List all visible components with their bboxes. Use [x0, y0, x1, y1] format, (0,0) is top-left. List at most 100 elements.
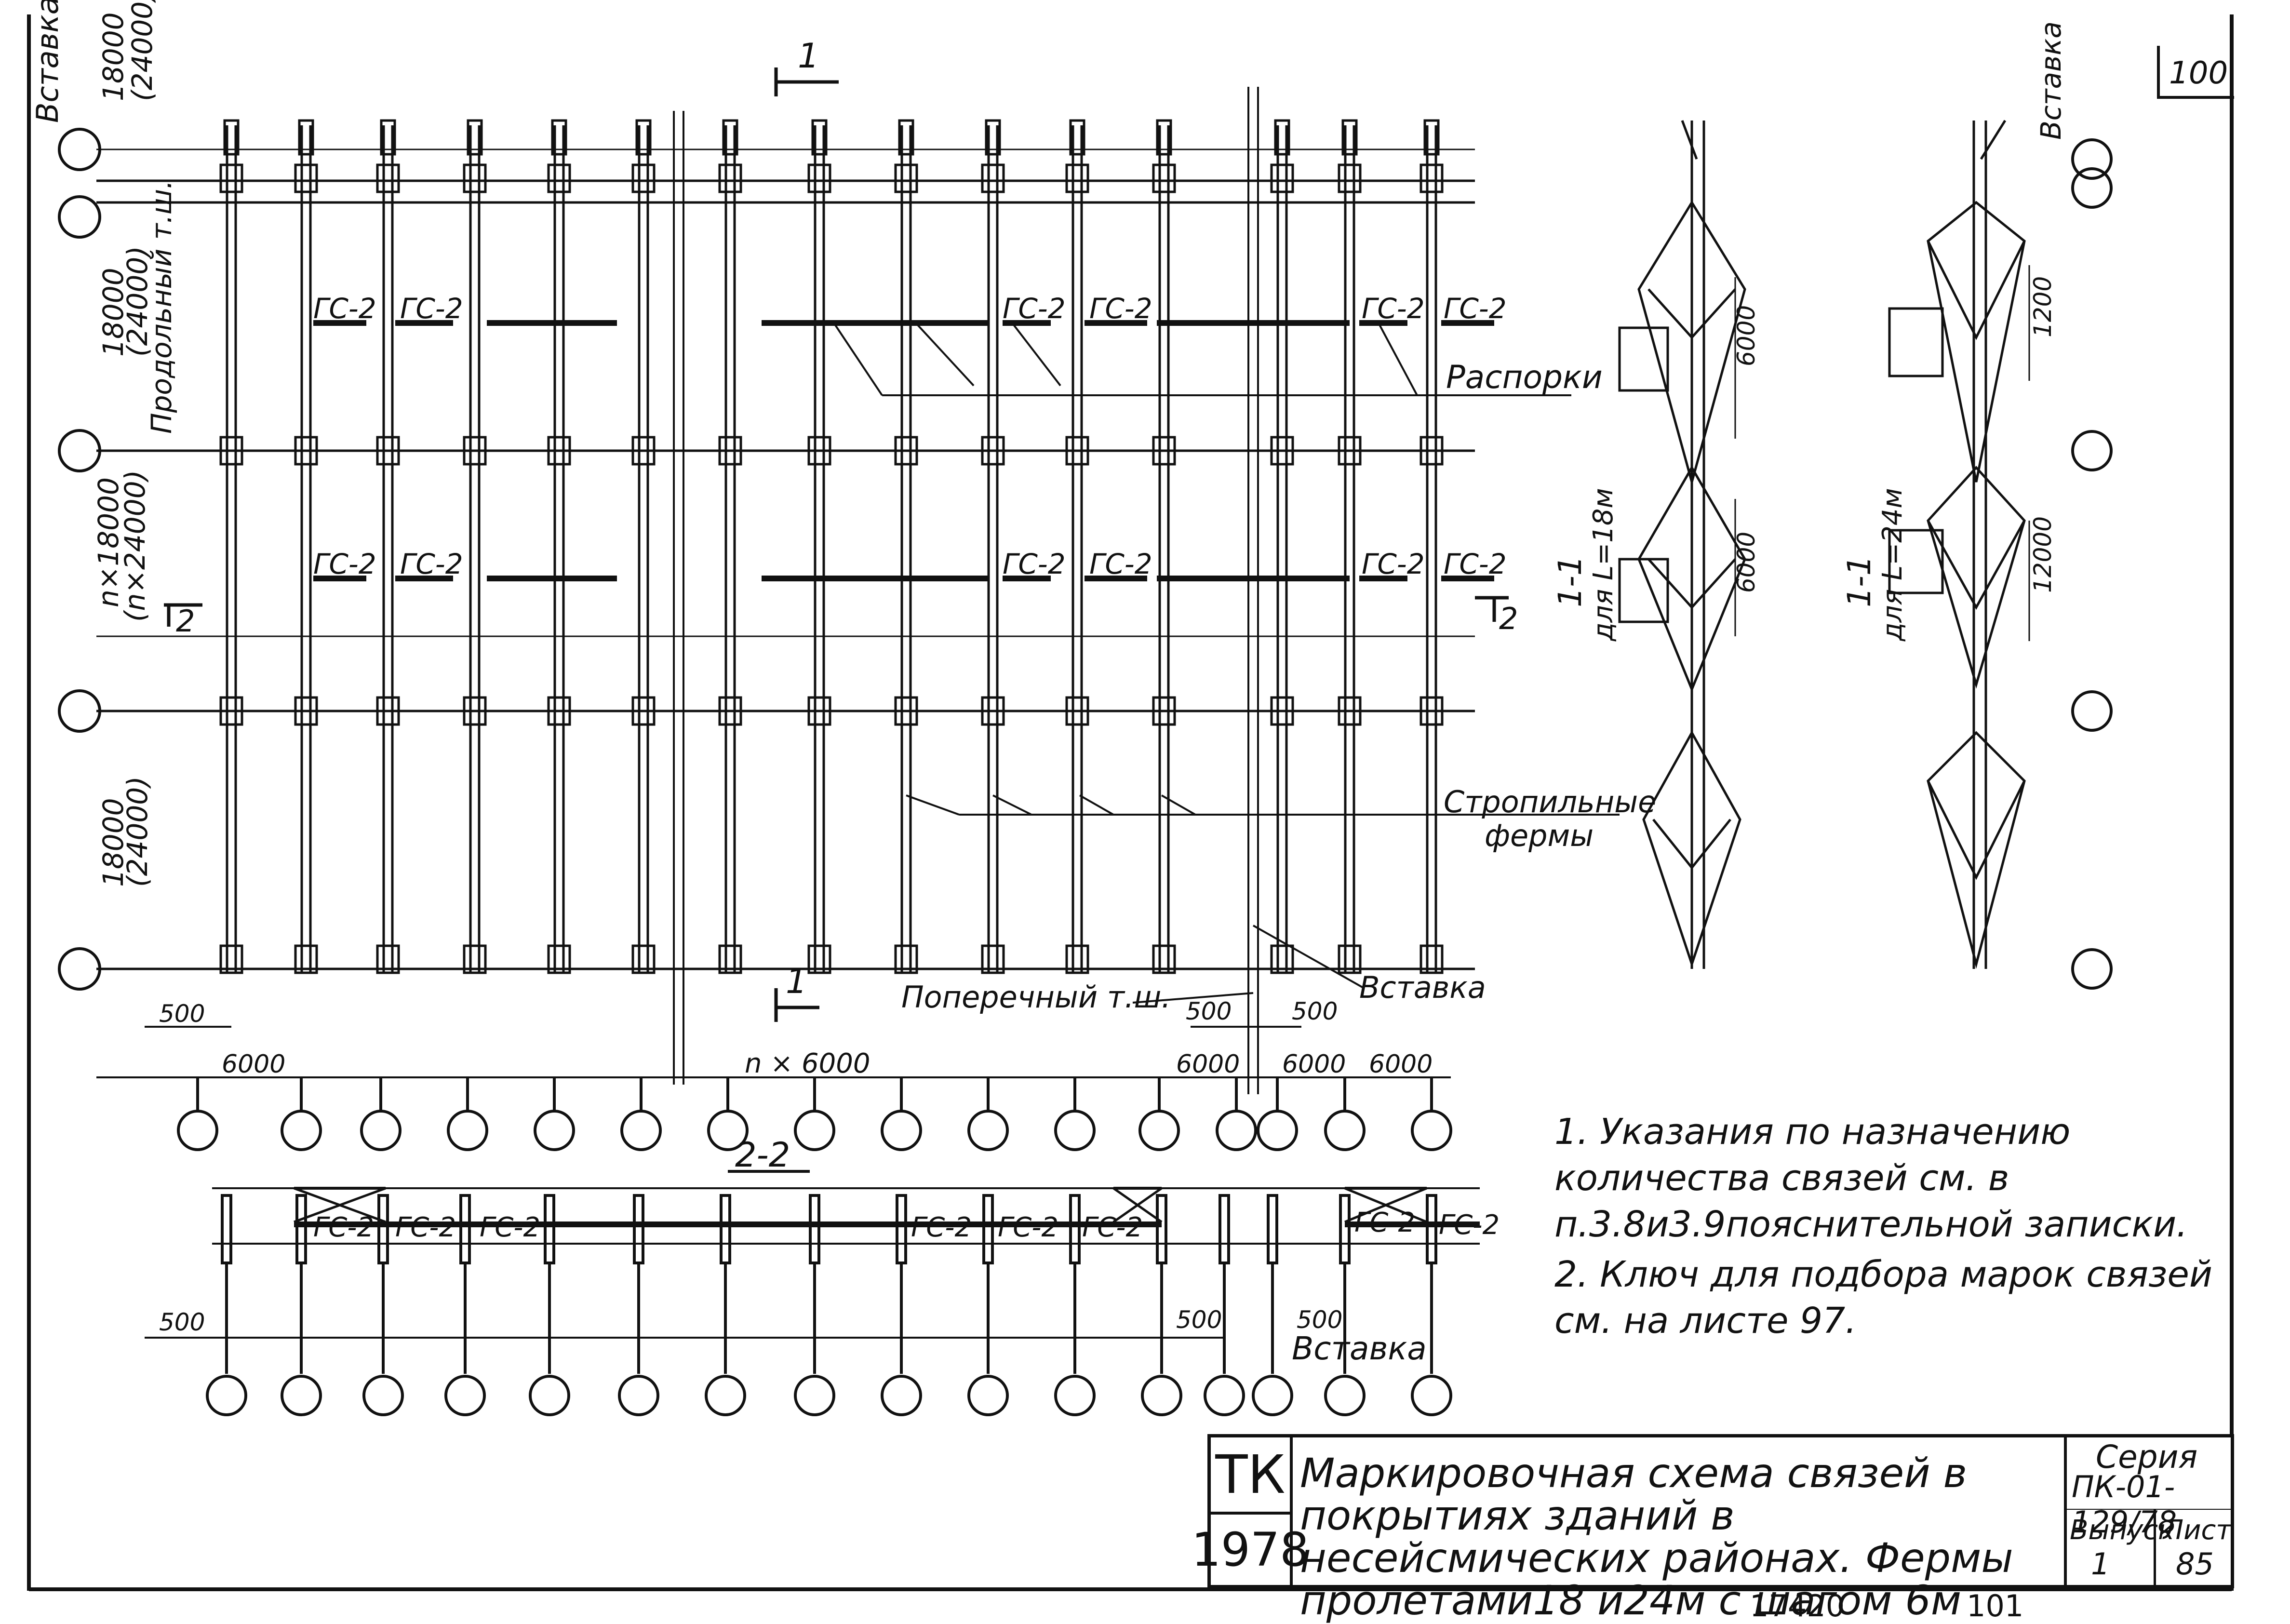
truss-support-node	[1152, 944, 1176, 974]
truss-support-node	[807, 696, 831, 726]
tie-mark-label: ГС-2	[400, 548, 463, 580]
section-2-2-columns	[221, 1194, 1437, 1374]
tie-mark-label: ГС-2	[1362, 292, 1425, 325]
truss-support-node	[1420, 944, 1444, 974]
truss-support-node	[1152, 163, 1176, 193]
axis-bubble	[534, 1110, 575, 1151]
axis-bubble	[881, 1110, 922, 1151]
truss-support-node	[219, 163, 243, 193]
title-block-vsep	[2154, 1509, 2156, 1585]
sections-1-1	[1618, 120, 2113, 990]
section-2-2-column	[1267, 1194, 1278, 1264]
section-2-2-column	[633, 1194, 644, 1264]
truss-support-node	[1338, 436, 1362, 466]
axis-bubble	[620, 1110, 662, 1151]
dim-500-a: 500	[159, 1000, 205, 1028]
issue-value: 1	[2091, 1546, 2110, 1582]
truss-end-node	[1069, 119, 1085, 156]
section-2-2-tie-mark: ГС-2	[395, 1212, 456, 1243]
truss-support-node	[463, 436, 487, 466]
axis-bubble	[794, 1110, 835, 1151]
axis-bubble	[360, 1110, 402, 1151]
plan-labels: Вставка 18000 (24000) 18000 (24000) Прод…	[30, 0, 1656, 1079]
tie-mark-label: ГС-2	[1444, 292, 1507, 325]
truss-support-node	[294, 436, 318, 466]
truss-support-node	[981, 163, 1005, 193]
truss-end-node	[898, 119, 914, 156]
truss-columns	[219, 119, 1444, 974]
s11-right-sub: для L=24м	[1877, 488, 1908, 642]
truss-support-node	[718, 944, 742, 974]
section-2-2-column	[809, 1194, 820, 1264]
truss-support-node	[807, 944, 831, 974]
section-2-2-bubble	[794, 1375, 835, 1416]
dim-6000-c: 6000	[1282, 1050, 1346, 1079]
notes: 1. Указания по назначению количества свя…	[1554, 1109, 2244, 1348]
s11-right-dim-a: 1200	[2029, 276, 2057, 337]
axis-bubble	[281, 1110, 322, 1151]
truss-support-node	[981, 696, 1005, 726]
section-2-2-bubble	[1204, 1375, 1245, 1416]
section-2-2-bubble	[705, 1375, 746, 1416]
tie-mark-label: ГС-2	[313, 292, 376, 325]
section-2-2-bubble	[444, 1375, 486, 1416]
truss-support-node	[376, 163, 400, 193]
truss-support-node	[547, 696, 571, 726]
horizontal-axes	[96, 148, 1475, 970]
section-2-2-column	[1156, 1194, 1167, 1264]
axis-bubble	[177, 1110, 218, 1151]
tie-mark-label: ГС-2	[1089, 292, 1152, 325]
truss-support-node	[981, 944, 1005, 974]
axis-bubble	[1257, 1110, 1298, 1151]
section-2-2-bubble	[206, 1375, 247, 1416]
long-joint-label: Продольный т.ш.	[145, 180, 178, 434]
s11-right-dim-b: 12000	[2029, 516, 2057, 593]
section-2-2-bubble	[967, 1375, 1009, 1416]
axis-bubbles-bottom	[177, 1077, 1452, 1151]
section-2-2-column	[221, 1194, 232, 1264]
page-number: 100	[2169, 55, 2228, 91]
truss-end-node	[551, 119, 567, 156]
truss-support-node	[1065, 696, 1089, 726]
dim-500-b: 500	[1186, 997, 1232, 1025]
truss-support-node	[631, 436, 656, 466]
truss-support-node	[376, 944, 400, 974]
trusses-label: Стропильные	[1444, 784, 1656, 819]
struts	[313, 320, 1494, 581]
truss-end-node	[635, 119, 652, 156]
tie-mark-label: ГС-2	[1003, 548, 1066, 580]
truss-support-node	[219, 696, 243, 726]
truss-support-node	[894, 944, 918, 974]
section-2-2-column	[295, 1194, 307, 1264]
truss-end-node	[722, 119, 738, 156]
truss-support-node	[1065, 163, 1089, 193]
leader-lines	[833, 322, 1620, 1004]
title-block-title: Маркировочная схема связей в покрытиях з…	[1300, 1450, 2013, 1624]
truss-support-node	[631, 163, 656, 193]
truss-support-node	[1420, 436, 1444, 466]
footer-number-left: 17420	[1750, 1588, 1845, 1624]
truss-support-node	[807, 163, 831, 193]
truss-support-node	[981, 436, 1005, 466]
axis-bubble	[1411, 1110, 1452, 1151]
truss-support-node	[718, 163, 742, 193]
sheet-value: 85	[2176, 1546, 2214, 1582]
section-2-right: 2	[1499, 601, 1518, 636]
title-block-org: ТК	[1211, 1437, 1293, 1515]
section-2-2-bubble	[881, 1375, 922, 1416]
dim-18000-b: 18000	[97, 268, 130, 357]
truss-end-node	[985, 119, 1001, 156]
s22-dim-500-a: 500	[159, 1308, 205, 1336]
section-2-2-bubble	[362, 1375, 404, 1416]
sheet-frame	[27, 14, 2234, 1591]
truss-end-node	[811, 119, 828, 156]
section-2-2-tie-mark: ГС-2	[998, 1212, 1058, 1243]
dim-6000-a: 6000	[222, 1050, 285, 1079]
note-1: 1. Указания по назначению количества свя…	[1554, 1111, 2188, 1245]
section-1-bottom: 1	[786, 962, 807, 1001]
dim-6000-d: 6000	[1369, 1050, 1433, 1079]
section-2-2-bubble	[1141, 1375, 1182, 1416]
